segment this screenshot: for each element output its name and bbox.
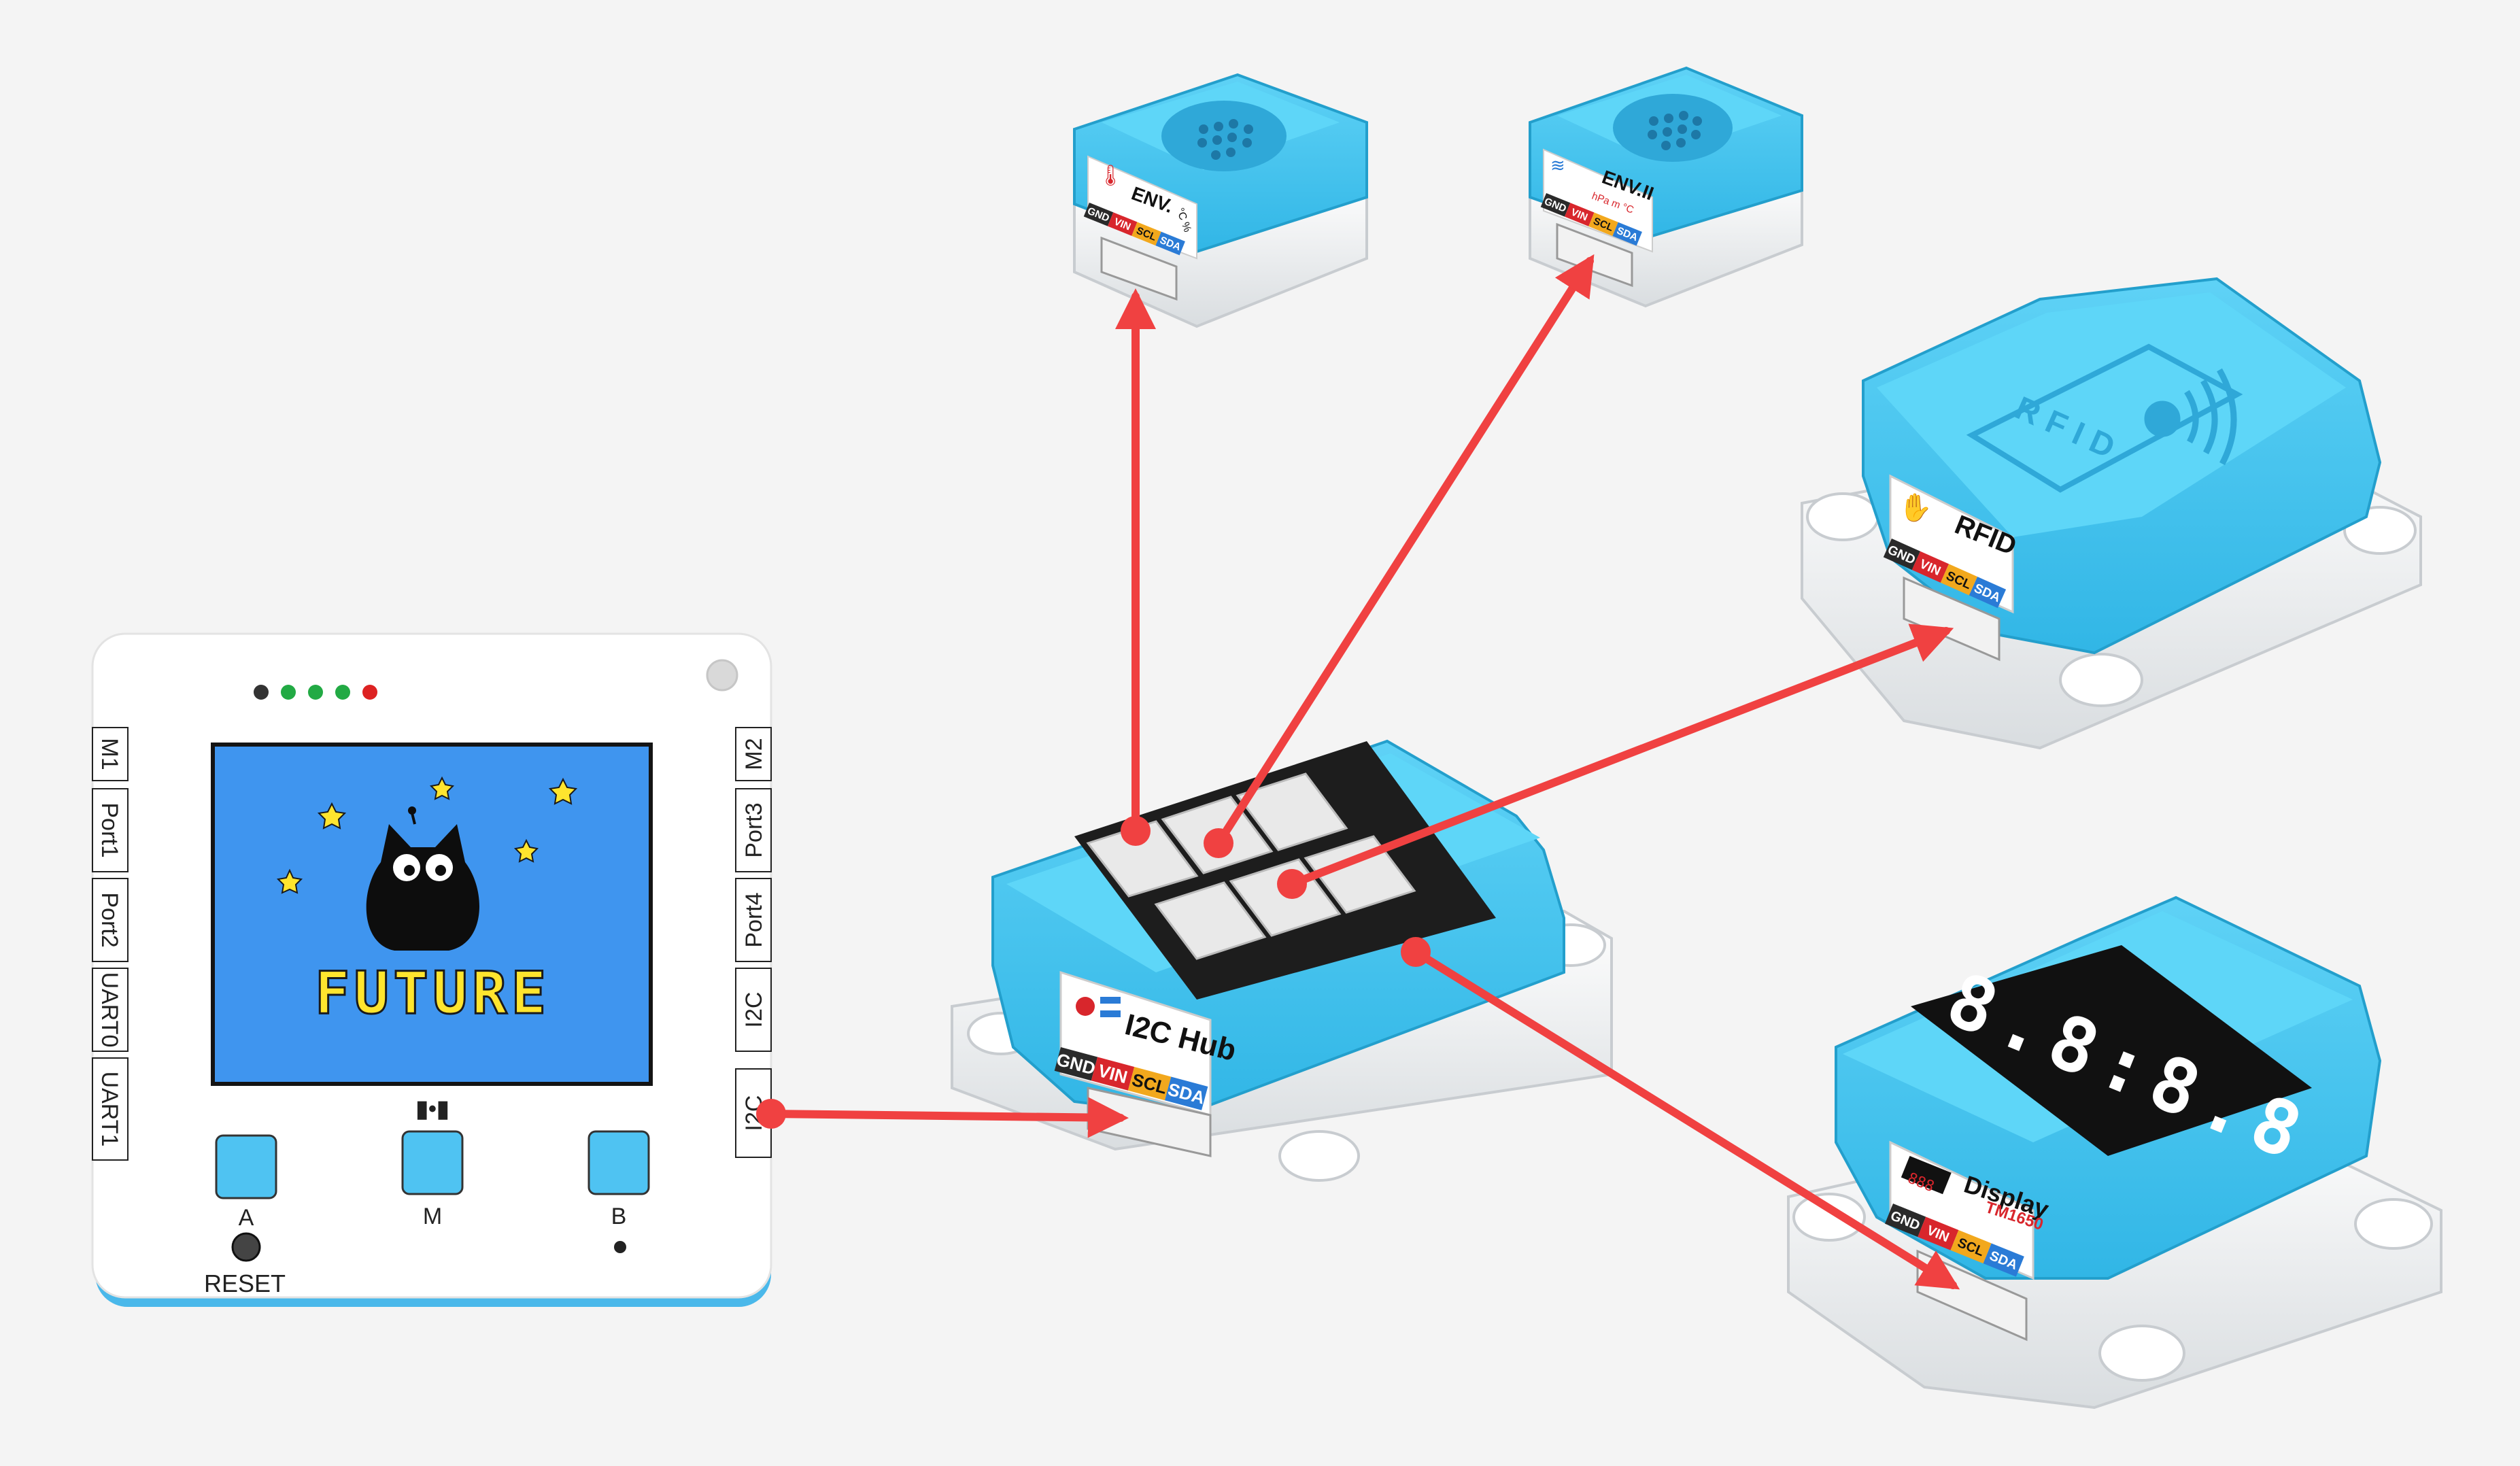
led-1 — [254, 685, 269, 700]
env2-pin-sda-bg — [1612, 222, 1642, 246]
rfid-pin-scl-bg — [1940, 564, 1978, 596]
env2-pin-header: GND VIN SCL SDA — [1540, 193, 1642, 246]
button-a-label: A — [239, 1205, 254, 1231]
connection-arrows — [767, 254, 1960, 1290]
led-2 — [281, 685, 296, 700]
arrow-hub-to-display — [1412, 948, 1960, 1290]
port-label-i2c-top: I2C — [741, 992, 767, 1028]
button-m-label: M — [423, 1204, 442, 1229]
env2-speaker-grill-icon — [1648, 111, 1702, 150]
hub-pin-sda-bg — [1164, 1076, 1208, 1110]
mic-indicator: ▮•▮ — [415, 1096, 449, 1122]
env-pin-gnd-bg — [1083, 203, 1114, 226]
seven-segment-display — [1911, 945, 2312, 1156]
env-pin-scl-bg — [1131, 222, 1161, 246]
button-b[interactable] — [588, 1130, 650, 1195]
corner-screw-icon — [706, 659, 738, 692]
port-label-m2: M2 — [741, 738, 767, 770]
status-leds — [254, 685, 377, 700]
rfid-pin-sda-bg — [1969, 577, 2007, 609]
button-b-label: B — [611, 1204, 627, 1229]
dot-controller-i2c — [756, 1099, 786, 1129]
env2-pin-scl-bg — [1588, 212, 1618, 237]
b-indicator-dot — [614, 1241, 626, 1253]
rfid-pin-vin-bg — [1911, 551, 1949, 583]
display-module: 8.8:8.8 888 Display TM1650 GND VIN SCL S… — [1787, 896, 2442, 1410]
button-m[interactable] — [401, 1130, 464, 1195]
reset-label: RESET — [204, 1269, 286, 1297]
reset-button[interactable] — [231, 1232, 261, 1262]
rfid-card-icon: ✋ — [1898, 492, 1932, 523]
display-pin-scl-bg — [1950, 1229, 1992, 1264]
hub-ports — [1086, 772, 1416, 960]
env-pin-sda-bg — [1155, 231, 1185, 256]
hub-pin-vin-bg — [1091, 1057, 1135, 1091]
display-pin-sda-bg — [1983, 1243, 2024, 1277]
arrow-controller-to-hub — [767, 1097, 1129, 1138]
hub-pin-scl-bg — [1127, 1066, 1172, 1101]
right-port-labels: M2 Port3 Port4 I2C I2C — [735, 727, 772, 1158]
cat-mascot-icon — [366, 806, 479, 951]
arrow-hub-to-env2 — [1214, 254, 1595, 847]
led-4 — [335, 685, 350, 700]
star-icons — [276, 776, 578, 894]
env-sensor-module: 🌡 ENV. °C % GND VIN SCL SDA — [1073, 73, 1368, 328]
left-port-labels: M1 Port1 Port2 UART0 UART1 — [92, 727, 129, 1161]
led-5 — [362, 685, 377, 700]
hub-icon — [1076, 997, 1121, 1017]
rfid-module: RFID ✋ RFID GND VIN SCL SDA — [1801, 277, 2422, 750]
env-pin-vin-bg — [1107, 212, 1138, 236]
port-label-uart1: UART1 — [97, 1072, 122, 1147]
display-pin-vin-bg — [1918, 1216, 1959, 1250]
env2-connector[interactable] — [1556, 222, 1633, 288]
led-3 — [308, 685, 323, 700]
arrow-hub-to-rfid — [1288, 624, 1954, 888]
rfid-connector[interactable] — [1903, 576, 2000, 662]
screen-title: FUTURE — [315, 959, 551, 1027]
env2-pin-gnd-bg — [1540, 193, 1571, 217]
hub-pin-gnd-bg — [1054, 1047, 1098, 1081]
env-speaker-grill-icon — [1197, 119, 1253, 160]
rfid-pin-gnd-bg — [1883, 539, 1921, 570]
port-label-port3: Port3 — [741, 802, 767, 857]
port-label-m1: M1 — [97, 738, 122, 770]
dot-hub-port-1 — [1121, 816, 1151, 846]
env-pin-header: GND VIN SCL SDA — [1083, 203, 1185, 256]
dot-hub-port-2 — [1204, 828, 1233, 858]
dot-hub-port-6 — [1401, 937, 1431, 967]
port-label-port4: Port4 — [741, 892, 767, 947]
arrow-origin-dots — [756, 816, 1431, 1129]
port-label-uart0: UART0 — [97, 972, 122, 1048]
env2-pin-vin-bg — [1564, 203, 1595, 226]
m5-controller: FUTURE ▮•▮ A M B RESET M1 Port1 Port2 UA… — [91, 632, 772, 1307]
nfc-waves-icon — [2144, 368, 2237, 466]
button-a[interactable] — [215, 1134, 277, 1199]
display-pin-gnd-bg — [1885, 1204, 1926, 1238]
port-label-port2: Port2 — [97, 892, 122, 947]
env-thermometer-icon: 🌡 — [1097, 165, 1123, 187]
env2-wind-icon: ≋ — [1550, 155, 1565, 175]
port-label-port1: Port1 — [97, 802, 122, 857]
dot-hub-port-3 — [1277, 869, 1307, 899]
env-connector[interactable] — [1100, 236, 1178, 301]
display-mini-icon: 888 — [1901, 1155, 1952, 1195]
env2-sensor-module: ≋ ENV.II hPa m °C GND VIN SCL SDA — [1529, 66, 1803, 308]
